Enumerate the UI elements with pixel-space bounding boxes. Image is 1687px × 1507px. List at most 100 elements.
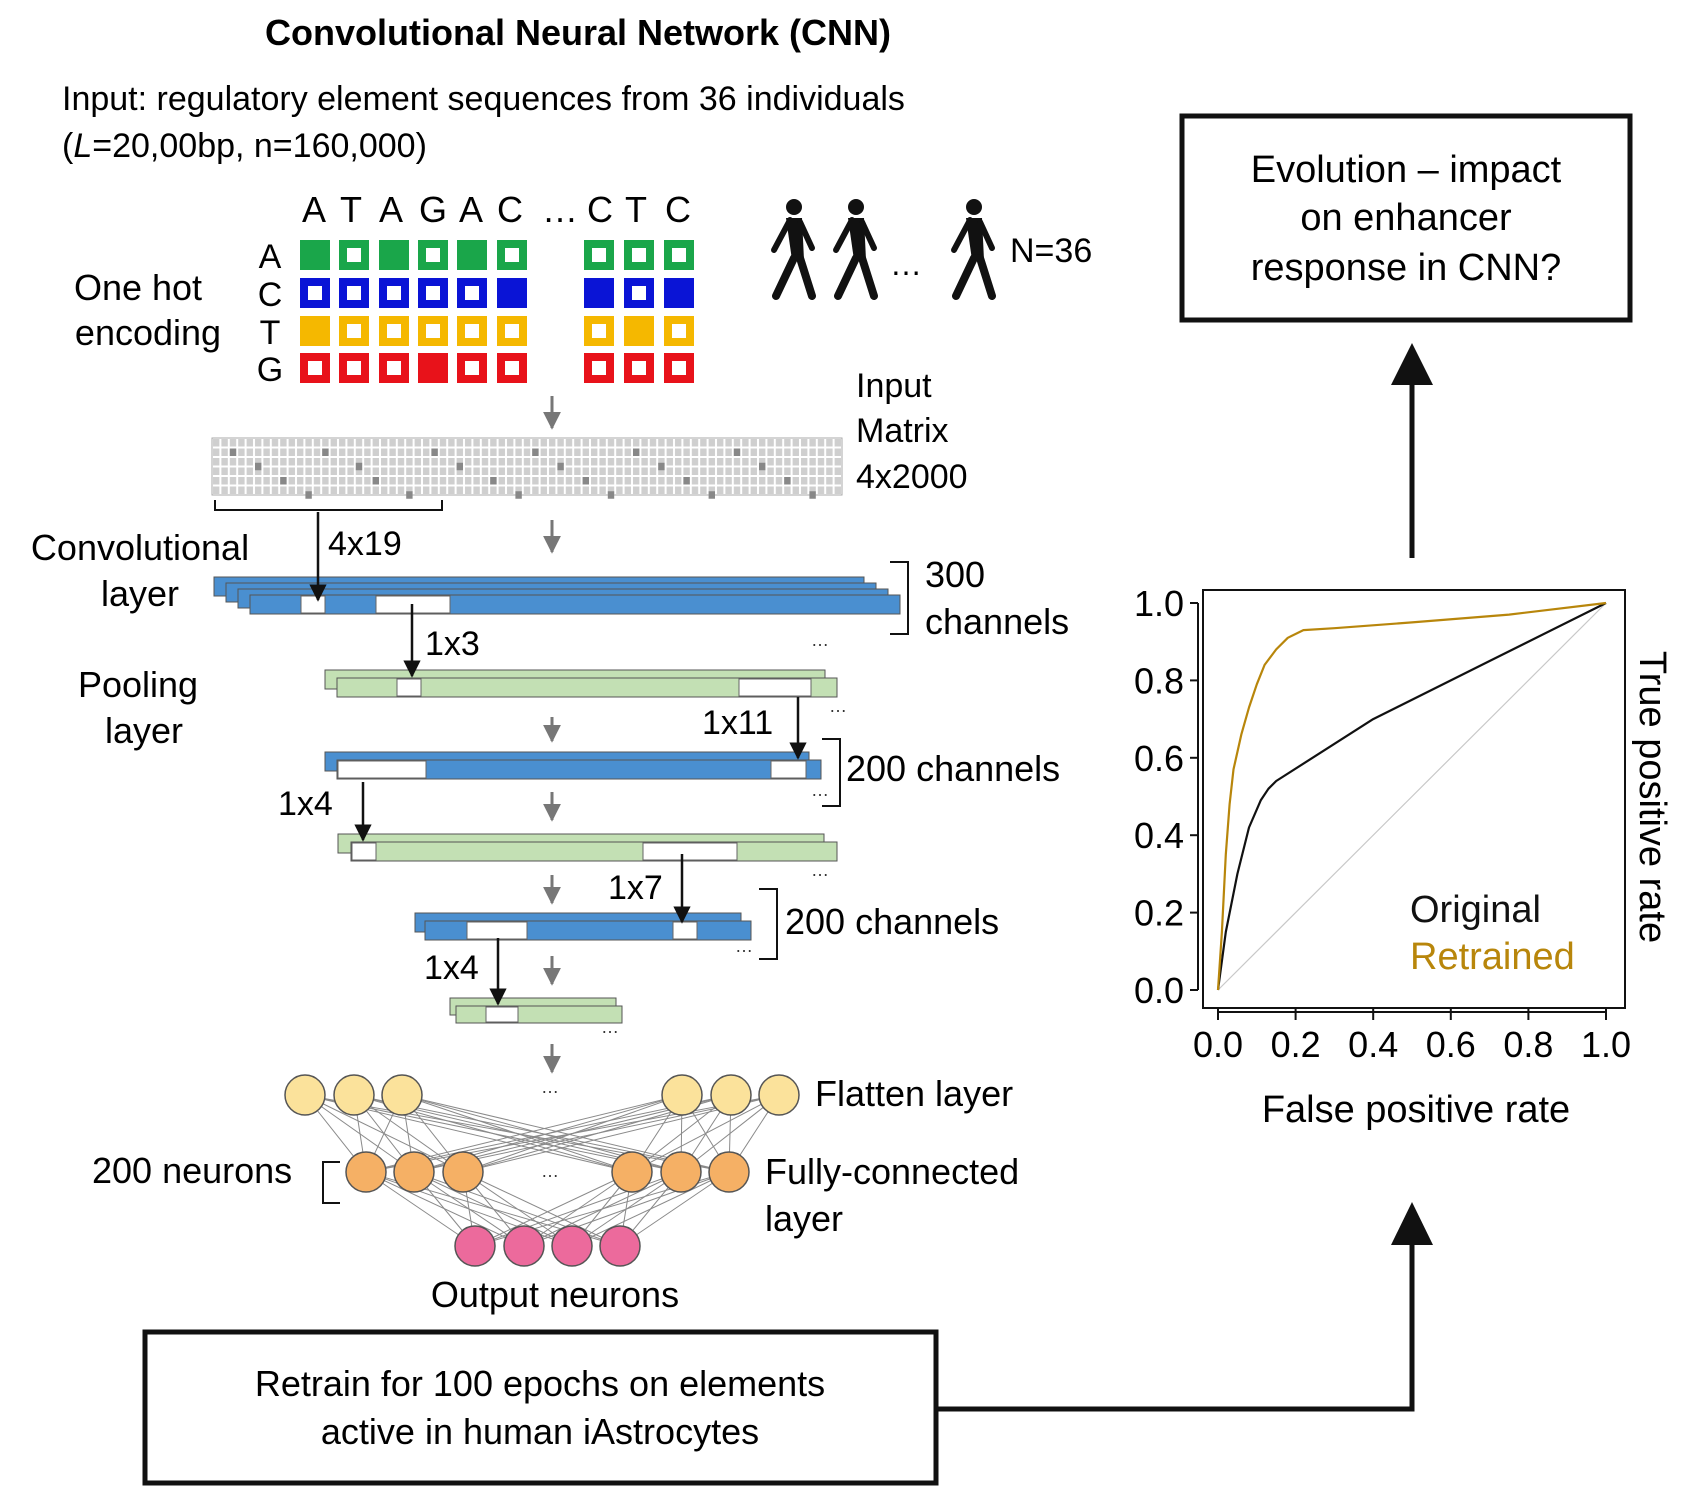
fc-neuron [345,1151,387,1193]
conv-layer-3-window [672,921,698,940]
conv-layer-2 [336,759,822,780]
one-hot-cell-empty [632,361,646,375]
ellipsis-marker: … [601,1017,619,1037]
legend-original: Original [1410,889,1541,931]
person-icon [951,199,996,300]
one-hot-cell-empty [465,361,479,375]
channels-label-200-b: 200 channels [785,901,999,942]
one-hot-cell-empty [426,248,440,262]
kernel-label-1x4-b: 1x4 [424,949,479,987]
one-hot-cell-empty [505,361,519,375]
roc-series-retrained [1216,601,1607,991]
output-neuron [599,1225,641,1267]
sequence-letter: C [587,189,613,230]
dense-network [284,1074,800,1267]
input-matrix-cell [582,477,589,485]
output-neuron [503,1225,545,1267]
roc-x-tick-label: 0.6 [1426,1024,1476,1065]
network-edge [462,1171,621,1247]
pool-layer-label-line1: Pooling [78,664,198,705]
fc-neuron [611,1151,653,1193]
retrain-box [142,1329,939,1486]
one-hot-label-line2: encoding [75,312,221,353]
input-params: (L=20,00bp, n=160,000) [62,127,427,165]
kernel-label-1x7: 1x7 [608,869,663,907]
input-matrix-cell [490,477,497,485]
one-hot-cell-empty [347,248,361,262]
roc-ylabel: True positive rate [1631,651,1673,943]
channels-label-200-a: 200 channels [846,748,1060,789]
sequence-letter: … [542,189,578,230]
roc-series-diagonal [1217,602,1607,991]
conv-layer-2-window [770,760,807,779]
base-label-A: A [259,238,282,276]
roc-x-tick-label: 0.2 [1271,1024,1321,1065]
roc-xlabel: False positive rate [1262,1089,1570,1131]
input-matrix-cell [809,491,816,499]
ellipsis-marker: … [735,936,753,956]
sequence-letter: C [497,189,523,230]
roc-y-tick-label: 0.4 [1134,815,1184,856]
one-hot-label-line1: One hot [74,267,202,308]
one-hot-cell [624,316,654,346]
network-edge [462,1171,573,1247]
input-matrix-cell [633,448,640,456]
one-hot-cell-empty [387,324,401,338]
pool-layer-1-window [396,678,422,697]
one-hot-cell-empty [672,361,686,375]
input-matrix-cell [355,462,363,471]
one-hot-cell [584,278,614,308]
conv-layer-label-line2: layer [101,573,179,614]
input-matrix-cell [406,491,413,499]
input-matrix-cell [305,491,312,499]
legend-retrained: Retrained [1410,936,1575,978]
conv-layer-1-window [300,595,326,614]
sequence-letter: C [665,189,691,230]
channels-label-300-line2: channels [925,601,1069,642]
input-matrix [211,437,843,496]
one-hot-cell-empty [632,286,646,300]
individuals-icons [771,199,996,300]
pool-layer-2 [350,841,838,862]
ellipsis-marker: … [541,1077,559,1097]
output-neurons-label: Output neurons [431,1274,679,1315]
flatten-neuron [758,1074,800,1116]
figure-title: Convolutional Neural Network (CNN) [265,12,891,53]
one-hot-cell [457,240,487,270]
input-matrix-cell [658,462,665,471]
neurons-count-label: 200 neurons [92,1150,292,1191]
retrain-box-line1: Retrain for 100 epochs on elements [255,1363,825,1404]
one-hot-cell-empty [465,324,479,338]
one-hot-cell-empty [426,286,440,300]
one-hot-cell [300,240,330,270]
one-hot-cell-empty [465,286,479,300]
one-hot-cell [379,240,409,270]
network-edge [631,1094,780,1173]
one-hot-cell [418,353,448,383]
roc-y-tick-label: 0.8 [1134,660,1184,701]
individuals-ellipsis: … [890,246,922,282]
roc-y-tick-label: 0.2 [1134,893,1184,934]
conv-layer-label-line1: Convolutional [31,527,249,568]
cnn-layer-stack: …………………… [213,512,901,1181]
flatten-layer-label: Flatten layer [815,1073,1013,1114]
flatten-neuron [284,1074,326,1116]
one-hot-cell-empty [308,361,322,375]
input-matrix-cell [456,462,463,471]
input-matrix-cell [255,462,262,471]
input-matrix-label-line2: Matrix [856,412,949,450]
input-matrix-cell [280,477,287,485]
kernel-label-4x19: 4x19 [328,525,402,563]
channels-bracket-200-b [759,888,778,960]
one-hot-cell-empty [505,248,519,262]
fc-neuron [393,1151,435,1193]
neurons-bracket [322,1161,340,1204]
base-label-G: G [257,351,283,389]
input-matrix-cell [708,491,715,499]
sequence-letter: A [379,189,403,230]
output-neuron [454,1225,496,1267]
input-matrix-cell [683,477,690,485]
one-hot-cell-empty [592,324,606,338]
pool-layer-3-window [485,1006,519,1023]
flatten-neuron [661,1074,703,1116]
